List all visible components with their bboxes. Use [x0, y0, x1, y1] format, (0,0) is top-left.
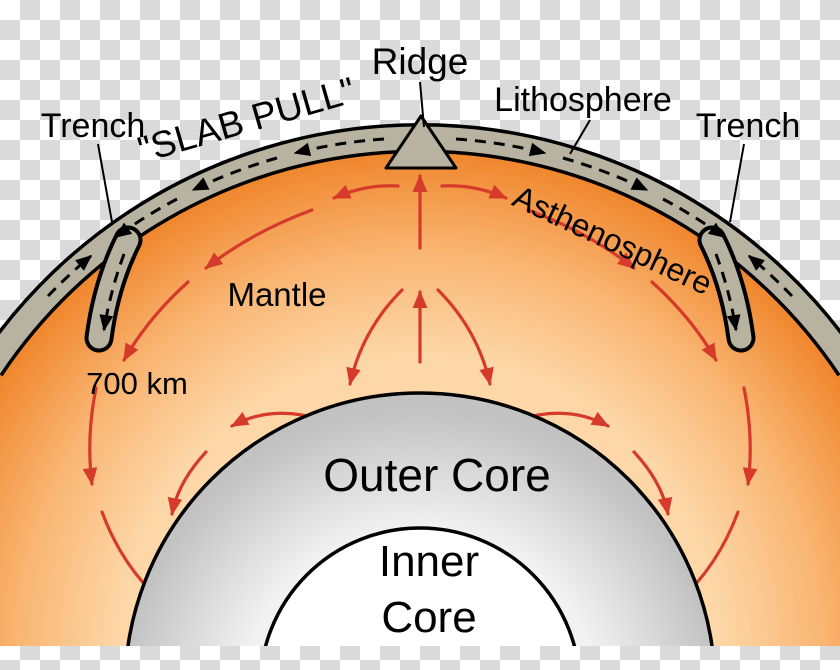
- outer-core-region: [126, 391, 714, 646]
- trench-left-pointer-line: [97, 143, 113, 223]
- plate-motion-arrow: [562, 156, 649, 192]
- lithosphere-pointer-line: [569, 119, 591, 155]
- convection-arrow: [526, 208, 636, 270]
- convection-arrow: [204, 208, 314, 270]
- label-inner-core-line1: Inner: [379, 537, 479, 586]
- convection-arrow: [650, 280, 718, 362]
- plate-motion-arrow: [747, 254, 794, 298]
- plate-motion-arrow: [714, 253, 741, 332]
- label-trench-left: Trench: [41, 107, 146, 145]
- convection-arrow: [632, 450, 673, 516]
- convection-arrow: [82, 386, 98, 486]
- trench-right-pointer-line: [729, 143, 745, 223]
- plate-motion-arrow: [191, 156, 278, 192]
- convection-arrow: [436, 288, 494, 386]
- plate-motion-arrow: [99, 253, 126, 332]
- plate-motion-arrow: [455, 137, 547, 157]
- convection-arrow: [332, 184, 400, 200]
- ridge-peak: [384, 114, 458, 170]
- plate-motion-arrow: [293, 137, 385, 157]
- plate-motion-arrows: [46, 137, 794, 332]
- label-inner-core-line2: Core: [381, 593, 476, 642]
- label-outer-core: Outer Core: [323, 449, 551, 501]
- inner-core-region: [263, 526, 577, 646]
- label-ridge: Ridge: [372, 41, 469, 82]
- pointer-lines: [97, 81, 745, 223]
- plate-motion-arrow: [46, 254, 93, 298]
- convection-arrow: [122, 280, 190, 362]
- label-trench-right: Trench: [696, 107, 801, 145]
- label-mantle: Mantle: [227, 276, 326, 313]
- label-lithosphere: Lithosphere: [494, 81, 672, 119]
- convection-arrow: [167, 450, 208, 516]
- plate-motion-arrow: [114, 197, 178, 239]
- ridge-pointer-line: [419, 81, 425, 128]
- convection-arrow: [440, 184, 508, 200]
- convection-arrow: [742, 386, 758, 486]
- convection-arrow: [346, 288, 404, 386]
- plate-motion-arrow: [662, 197, 726, 239]
- label-700km: 700 km: [86, 366, 188, 401]
